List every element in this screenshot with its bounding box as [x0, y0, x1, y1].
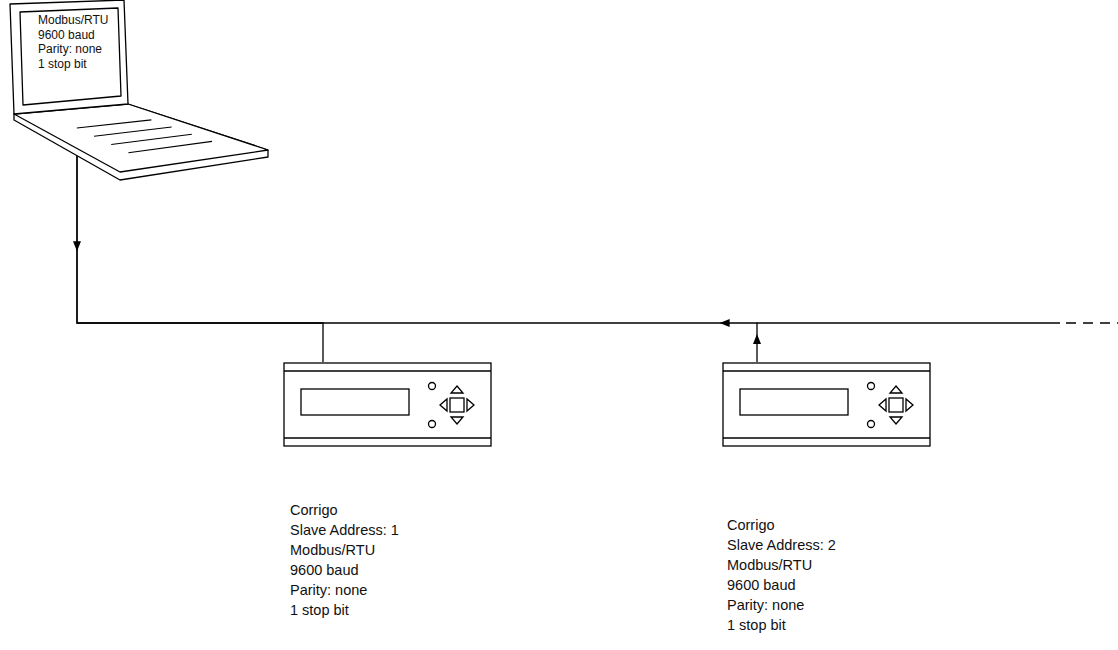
arrow-key [890, 386, 902, 393]
housing-outline [723, 363, 930, 446]
ok-button [450, 398, 464, 412]
bus-connector [77, 156, 323, 362]
status-led [868, 383, 875, 390]
device-setting: Parity: none [727, 595, 836, 615]
housing-band [284, 370, 491, 371]
status-led [868, 421, 875, 428]
text-block: CorrigoSlave Address: 1Modbus/RTU9600 ba… [290, 500, 399, 620]
arrow-key [879, 399, 886, 411]
display-window [740, 389, 848, 415]
housing-band [284, 437, 491, 438]
status-led [429, 383, 436, 390]
housing-band [723, 437, 930, 438]
screen-text: 1 stop bit [38, 57, 108, 72]
screen-text: Modbus/RTU [38, 13, 108, 28]
keyboard-line [111, 134, 192, 144]
status-led [429, 421, 436, 428]
laptop-lid [10, 0, 128, 114]
keyboard-line [77, 120, 152, 128]
device-setting: 9600 baud [290, 560, 399, 580]
bus-connector-group [73, 156, 323, 362]
housing-outline [284, 363, 491, 446]
bus-line [757, 322, 1060, 323]
keyboard-lines [77, 120, 212, 153]
text-block: Modbus/RTU9600 baudParity: none1 stop bi… [38, 13, 108, 71]
arrow-key [906, 399, 913, 411]
screen-text: Parity: none [38, 42, 108, 57]
device-setting: Slave Address: 2 [727, 535, 836, 555]
keyboard-line [94, 127, 172, 136]
device-name: Corrigo [290, 500, 399, 520]
arrow-key [451, 386, 463, 393]
arrowhead [720, 319, 730, 327]
ok-button [889, 398, 903, 412]
laptop-node: Modbus/RTU9600 baudParity: none1 stop bi… [8, 0, 268, 156]
laptop-screen [20, 8, 121, 105]
laptop-deck [14, 104, 268, 172]
bus-continuation [1066, 322, 1118, 323]
device-setting: Parity: none [290, 580, 399, 600]
arrow-key [440, 399, 447, 411]
display-window [301, 389, 409, 415]
keyboard-line [128, 141, 212, 152]
device-setting: 9600 baud [727, 575, 836, 595]
text-block: CorrigoSlave Address: 2Modbus/RTU9600 ba… [727, 515, 836, 635]
arrow-key [467, 399, 474, 411]
device-setting: Modbus/RTU [727, 555, 836, 575]
device-setting: 1 stop bit [290, 600, 399, 620]
arrow-key [451, 417, 463, 424]
device-setting: 1 stop bit [727, 615, 836, 635]
device-setting: Slave Address: 1 [290, 520, 399, 540]
arrowhead [753, 334, 761, 344]
bus-connector-group [77, 156, 761, 362]
controller-node: CorrigoSlave Address: 2Modbus/RTU9600 ba… [722, 362, 932, 639]
arrow-key [890, 417, 902, 424]
bus-connector [77, 156, 757, 362]
screen-text: 9600 baud [38, 28, 108, 43]
device-setting: Modbus/RTU [290, 540, 399, 560]
housing-band [723, 370, 930, 371]
laptop-base [14, 104, 268, 180]
controller-housing [283, 362, 493, 448]
controller-housing [722, 362, 932, 448]
controller-node: CorrigoSlave Address: 1Modbus/RTU9600 ba… [283, 362, 493, 624]
device-name: Corrigo [727, 515, 836, 535]
